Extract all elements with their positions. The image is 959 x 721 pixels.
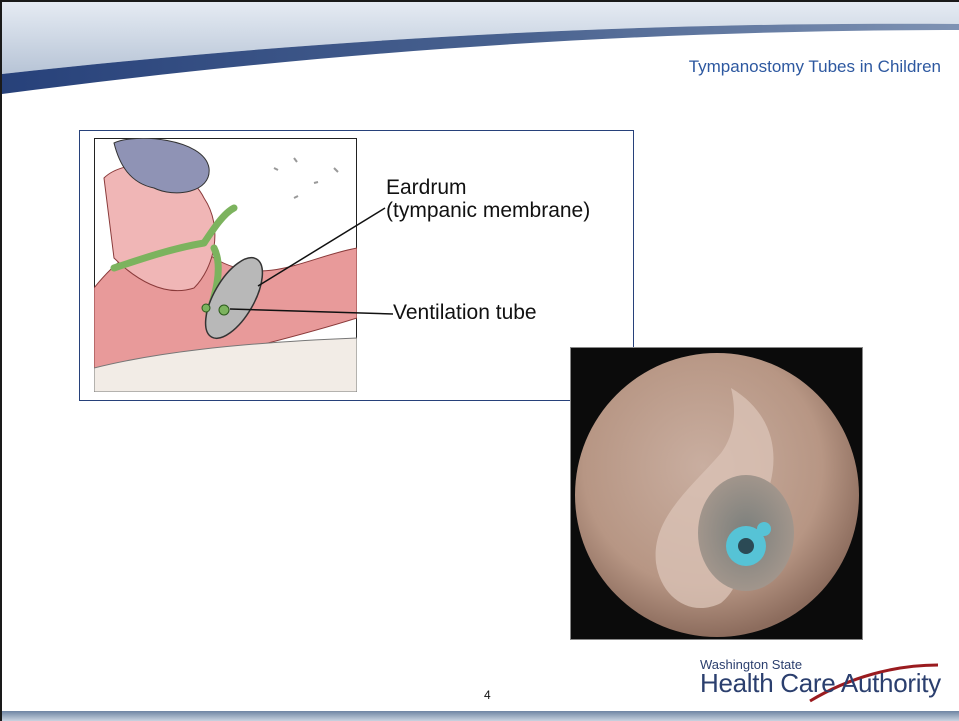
label-eardrum: Eardrum [386,176,467,199]
slide-title: Tympanostomy Tubes in Children [689,57,941,77]
otoscope-view-image [571,348,863,640]
label-ventilation-tube: Ventilation tube [393,301,537,324]
footer-bar [2,711,959,721]
logo-text-line2: Health Care Authority [700,668,941,699]
diagram-leader-lines [80,131,635,402]
ear-diagram-figure: Eardrum (tympanic membrane) Ventilation … [79,130,634,401]
ear-canal-photo [570,347,863,640]
page-number: 4 [484,688,491,702]
label-tympanic-membrane: (tympanic membrane) [386,199,590,222]
hca-logo: Washington State Health Care Authority [700,657,940,707]
